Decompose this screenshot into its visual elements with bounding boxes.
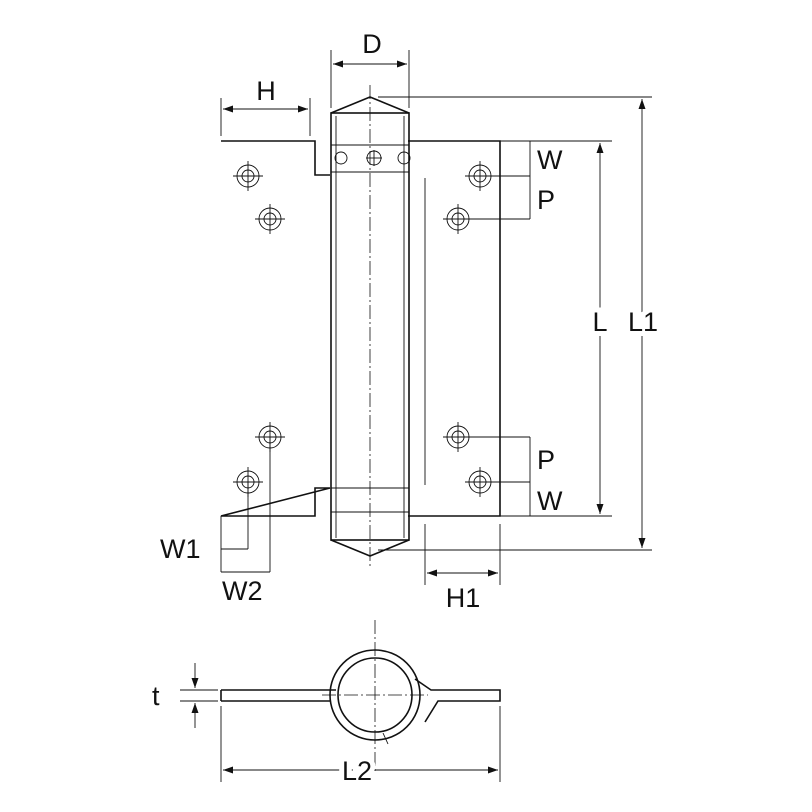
label-h1: H1 <box>446 583 481 613</box>
label-w1: W1 <box>160 534 201 564</box>
dimension-d <box>330 50 410 108</box>
label-t: t <box>152 681 160 711</box>
screw-hole <box>233 161 263 191</box>
label-l1: L1 <box>628 307 658 337</box>
dimension-w-p-top <box>458 140 531 220</box>
dimension-h1 <box>424 524 501 585</box>
barrel-adjust-holes <box>334 150 411 166</box>
plan-view <box>220 620 501 772</box>
label-w-top: W <box>537 145 563 175</box>
dimension-w1 <box>220 482 249 550</box>
label-w2: W2 <box>222 576 263 606</box>
right-leaf <box>408 140 501 517</box>
dimension-p-w-bottom <box>458 436 531 517</box>
plan-right-leaf <box>414 678 501 723</box>
dimension-w2 <box>220 437 271 573</box>
label-p-bottom: P <box>537 445 555 475</box>
label-p-top: P <box>537 185 555 215</box>
left-leaf <box>220 140 331 517</box>
dimension-t <box>180 663 218 728</box>
screw-hole <box>255 204 285 234</box>
plan-left-leaf <box>220 689 336 702</box>
dimension-h <box>220 98 311 136</box>
label-l2: L2 <box>342 756 372 786</box>
front-view <box>220 85 501 568</box>
dimension-l2 <box>220 706 501 782</box>
label-h: H <box>256 76 276 106</box>
label-w-bottom: W <box>537 486 563 516</box>
label-l: L <box>592 307 607 337</box>
dimension-l1 <box>378 96 652 551</box>
label-d: D <box>362 29 382 59</box>
